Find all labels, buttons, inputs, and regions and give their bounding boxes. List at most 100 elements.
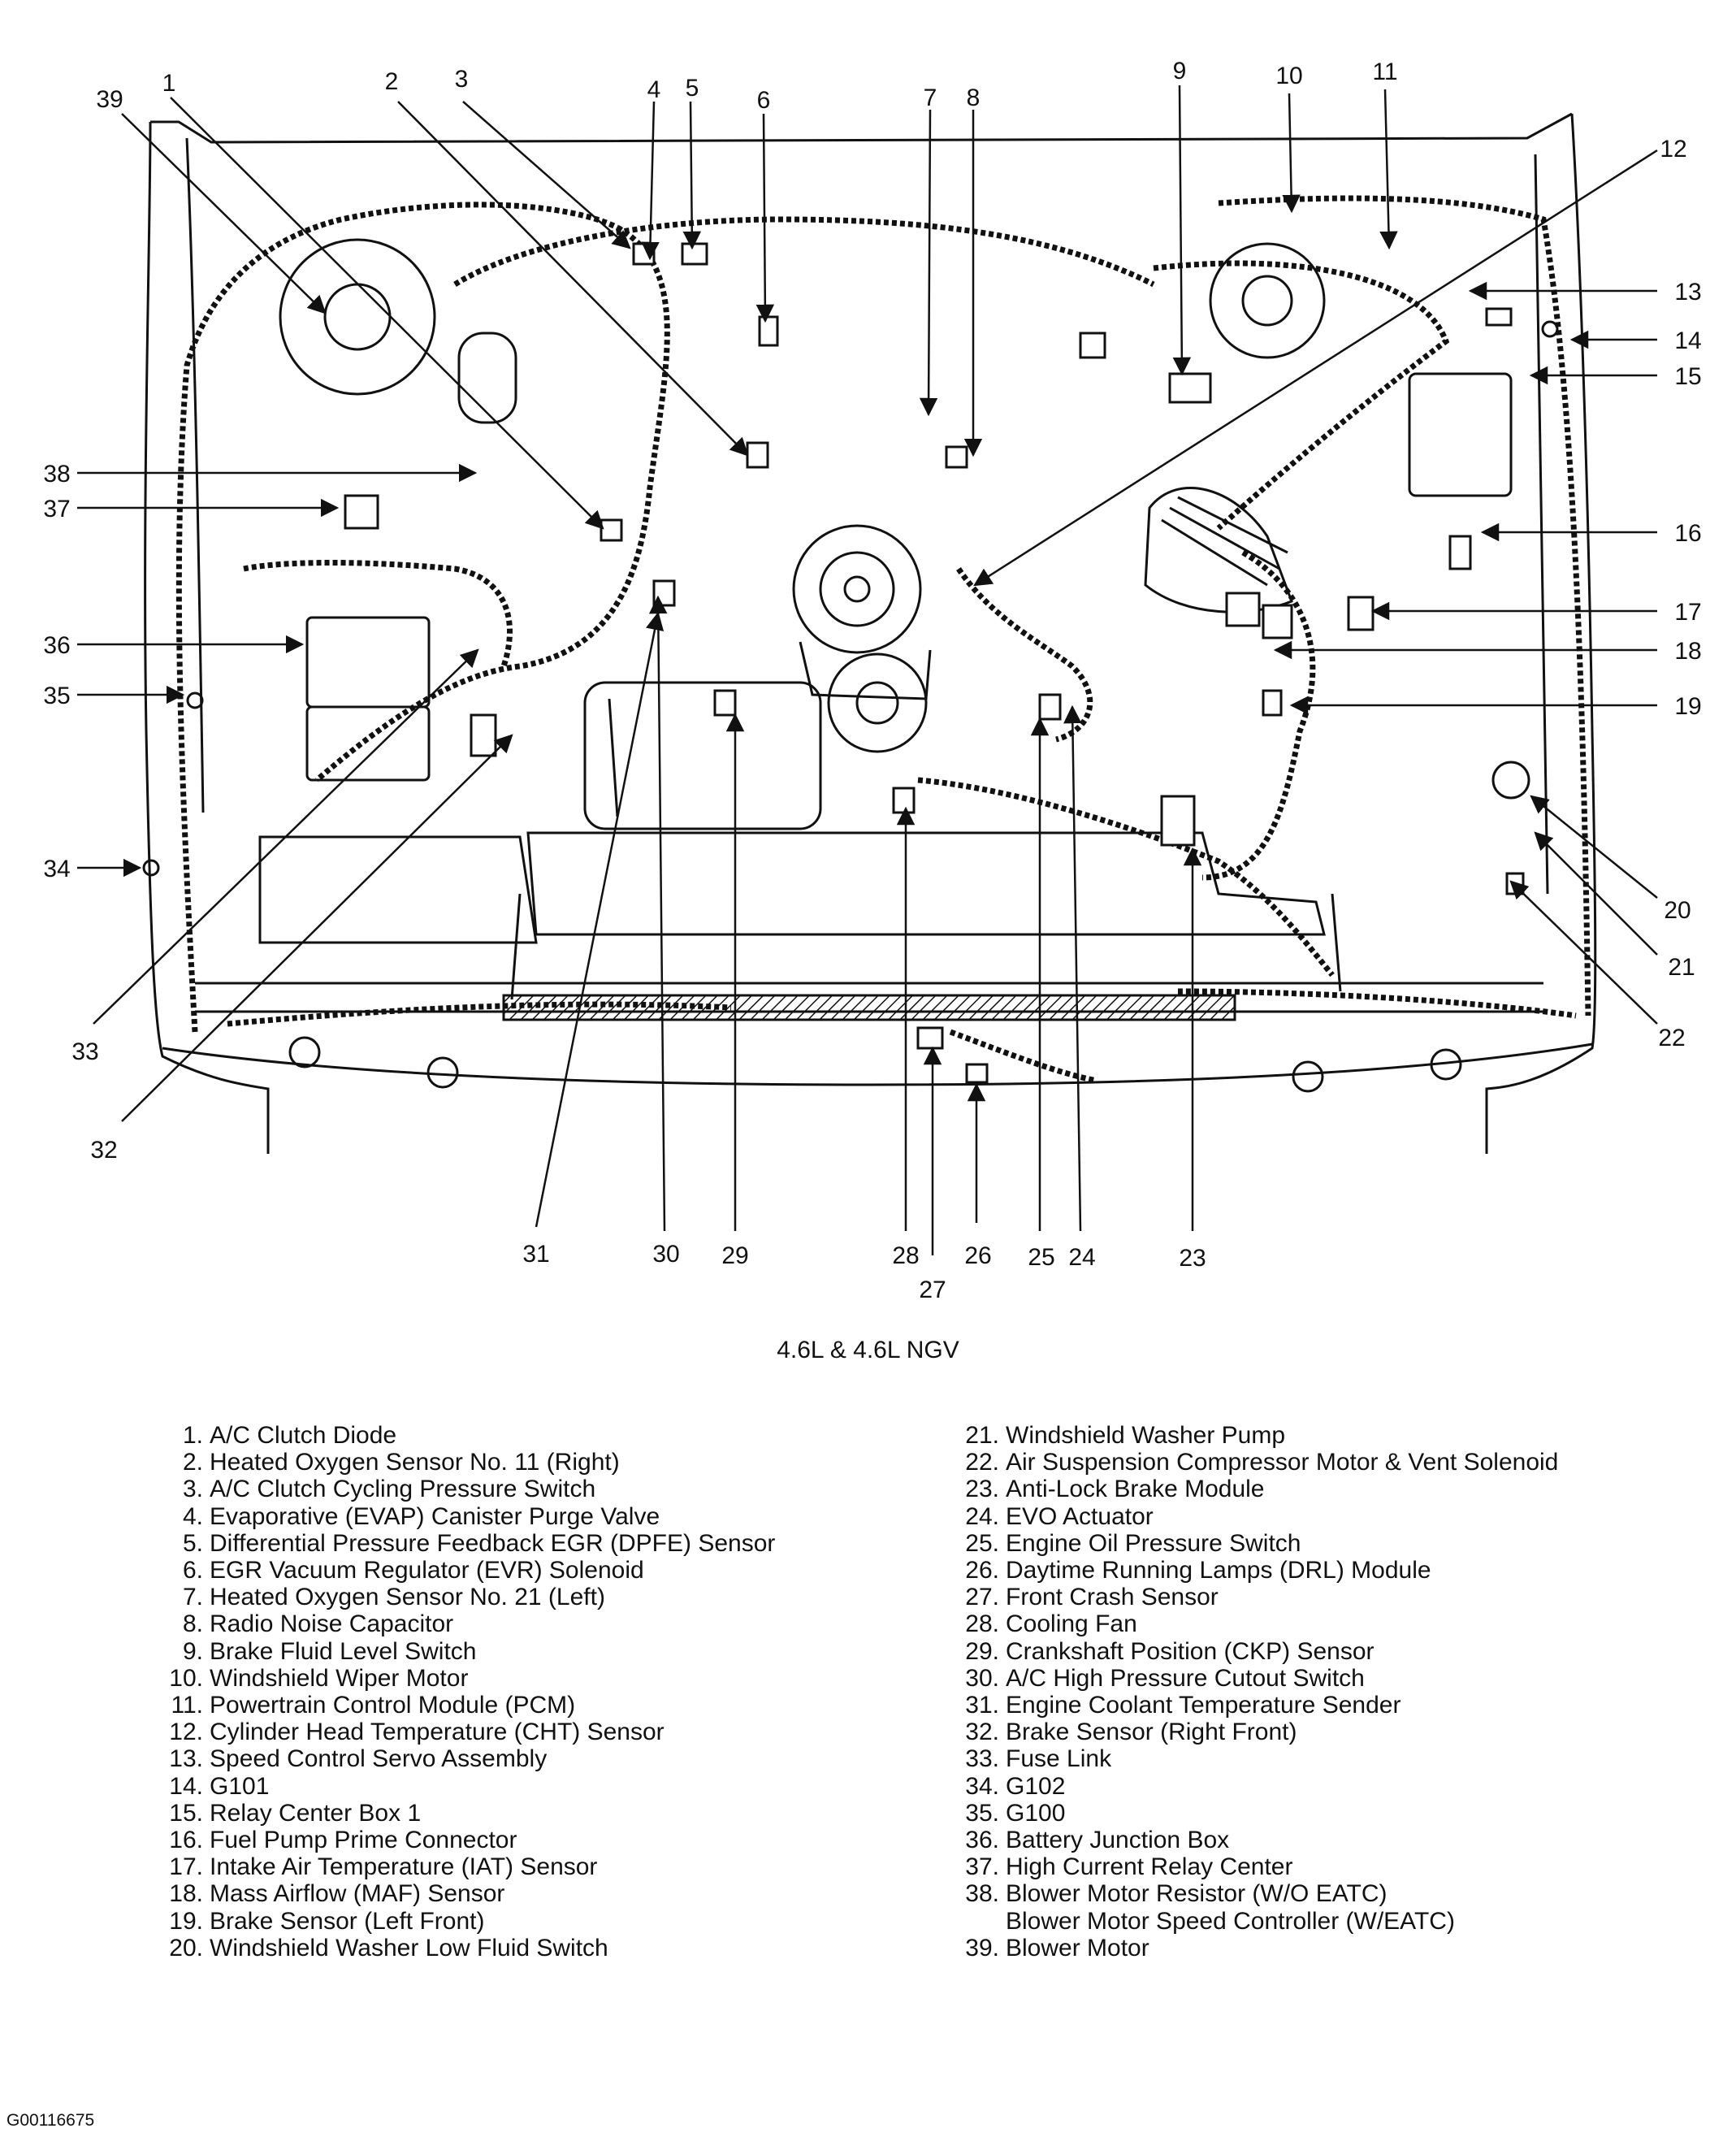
leader-2 (397, 101, 749, 457)
air-intake-duct (1144, 487, 1293, 613)
legend-item: 36.Battery Junction Box (965, 1827, 1230, 1854)
legend-item: 3.A/C Clutch Cycling Pressure Switch (182, 1476, 596, 1503)
legend-item: 32.Brake Sensor (Right Front) (965, 1719, 1297, 1746)
callout-17: 17 (1674, 599, 1701, 626)
legend-item: 34.G102 (965, 1772, 1066, 1800)
callout-3: 3 (455, 66, 469, 93)
leader-31 (535, 611, 665, 1228)
callout-27: 27 (919, 1277, 946, 1303)
legend-item: 15.Relay Center Box 1 (169, 1799, 422, 1827)
legend-item: 24.EVO Actuator (965, 1502, 1154, 1530)
legend-item: 2.Heated Oxygen Sensor No. 11 (Right) (182, 1449, 620, 1476)
legend-item: 10.Windshield Wiper Motor (169, 1664, 469, 1692)
pulley (827, 652, 928, 753)
front-bumper (162, 1042, 1593, 1086)
legend-item: 16.Fuel Pump Prime Connector (169, 1827, 517, 1854)
body-outline (144, 121, 270, 1154)
legend-item: 31.Engine Coolant Temperature Sender (965, 1692, 1401, 1719)
callout-35: 35 (43, 683, 70, 709)
leader-10 (1282, 93, 1301, 214)
legend-item: 27.Front Crash Sensor (965, 1584, 1219, 1611)
legend-item: 6.EGR Vacuum Regulator (EVR) Solenoid (182, 1557, 644, 1584)
legend-item: 19.Brake Sensor (Left Front) (169, 1907, 485, 1935)
legend-item: 7.Heated Oxygen Sensor No. 21 (Left) (182, 1584, 605, 1611)
callout-8: 8 (967, 85, 981, 111)
leader-22 (1509, 880, 1658, 1025)
legend-item: 38.Blower Motor Resistor (W/O EATC) (965, 1880, 1388, 1908)
figure-code: G00116675 (6, 2111, 95, 2130)
leader-4 (641, 101, 660, 261)
callout-38: 38 (43, 461, 70, 488)
legend-item: 23.Anti-Lock Brake Module (965, 1476, 1265, 1503)
callout-4: 4 (647, 76, 661, 103)
legend-item: Blower Motor Speed Controller (W/EATC) (1006, 1907, 1455, 1935)
leader-33 (93, 648, 479, 1025)
legend-item: 9.Brake Fluid Level Switch (182, 1637, 477, 1665)
legend-item: 22.Air Suspension Compressor Motor & Ven… (965, 1449, 1559, 1476)
engine-artwork (142, 112, 1597, 1154)
leader-39 (121, 113, 327, 314)
callout-numbers: 1 2 3 4 5 6 7 8 9 10 11 12 13 14 15 16 1… (43, 58, 1701, 1303)
callout-30: 30 (652, 1241, 679, 1268)
engine-compartment-diagram: 1 2 3 4 5 6 7 8 9 10 11 12 13 14 15 16 1… (43, 58, 1701, 1303)
callout-1: 1 (162, 70, 176, 97)
blower-motor (279, 238, 436, 396)
alternator (792, 524, 922, 654)
callout-39: 39 (96, 86, 123, 113)
callout-9: 9 (1173, 58, 1187, 85)
callout-13: 13 (1674, 279, 1701, 306)
callout-28: 28 (892, 1242, 919, 1269)
leader-6 (755, 113, 775, 323)
headlamp-bulbs (288, 1036, 1462, 1093)
legend-item: 13.Speed Control Servo Assembly (169, 1745, 548, 1773)
legend-left: 1.A/C Clutch Diode 2.Heated Oxygen Senso… (159, 1422, 775, 1961)
callout-32: 32 (90, 1137, 117, 1164)
callout-33: 33 (71, 1038, 98, 1065)
legend-item: 28.Cooling Fan (965, 1610, 1137, 1638)
leader-5 (682, 101, 702, 250)
callout-20: 20 (1664, 897, 1691, 924)
callout-23: 23 (1179, 1245, 1206, 1272)
callout-15: 15 (1674, 363, 1701, 390)
legend-item: 25.Engine Oil Pressure Switch (965, 1529, 1301, 1557)
leader-1 (170, 97, 604, 530)
legend-item: 33.Fuse Link (965, 1745, 1112, 1773)
relay-center-box (1408, 372, 1513, 497)
callout-16: 16 (1674, 520, 1701, 547)
callout-11: 11 (1372, 59, 1397, 85)
callout-24: 24 (1068, 1244, 1095, 1271)
leader-24 (1063, 704, 1082, 1232)
callout-2: 2 (385, 68, 399, 95)
legend-item: 37.High Current Relay Center (965, 1853, 1293, 1881)
leader-lines (77, 85, 1658, 1255)
legend-item: 29.Crankshaft Position (CKP) Sensor (965, 1637, 1375, 1665)
callout-22: 22 (1658, 1025, 1685, 1051)
legend-item: 8.Radio Noise Capacitor (182, 1610, 454, 1638)
radiator-support (502, 994, 1236, 1021)
leader-21 (1534, 831, 1658, 956)
callout-7: 7 (924, 85, 937, 111)
callout-37: 37 (43, 496, 70, 522)
legend-item: 14.G101 (169, 1772, 270, 1800)
callout-12: 12 (1660, 136, 1686, 163)
legend-item: 18.Mass Airflow (MAF) Sensor (169, 1880, 505, 1908)
leader-20 (1530, 795, 1658, 899)
diagram-caption: 4.6L & 4.6L NGV (777, 1337, 959, 1363)
leader-9 (1172, 85, 1192, 376)
legend-item: 4.Evaporative (EVAP) Canister Purge Valv… (182, 1502, 660, 1530)
legend-item: 39.Blower Motor (965, 1934, 1149, 1961)
coolant-reservoir (583, 681, 822, 830)
wiper-motor (1209, 242, 1326, 359)
connectors (344, 242, 1525, 1084)
callout-10: 10 (1275, 63, 1302, 89)
callout-5: 5 (686, 75, 699, 102)
callout-14: 14 (1674, 327, 1701, 354)
legend-item: 20.Windshield Washer Low Fluid Switch (169, 1934, 608, 1961)
legend-item: 35.G100 (965, 1799, 1066, 1827)
callout-29: 29 (721, 1242, 748, 1269)
battery-junction-box (305, 616, 431, 709)
legend-item: 17.Intake Air Temperature (IAT) Sensor (169, 1853, 598, 1881)
leader-30 (648, 595, 668, 1232)
legend-item: 12.Cylinder Head Temperature (CHT) Senso… (169, 1719, 665, 1746)
callout-36: 36 (43, 632, 70, 659)
